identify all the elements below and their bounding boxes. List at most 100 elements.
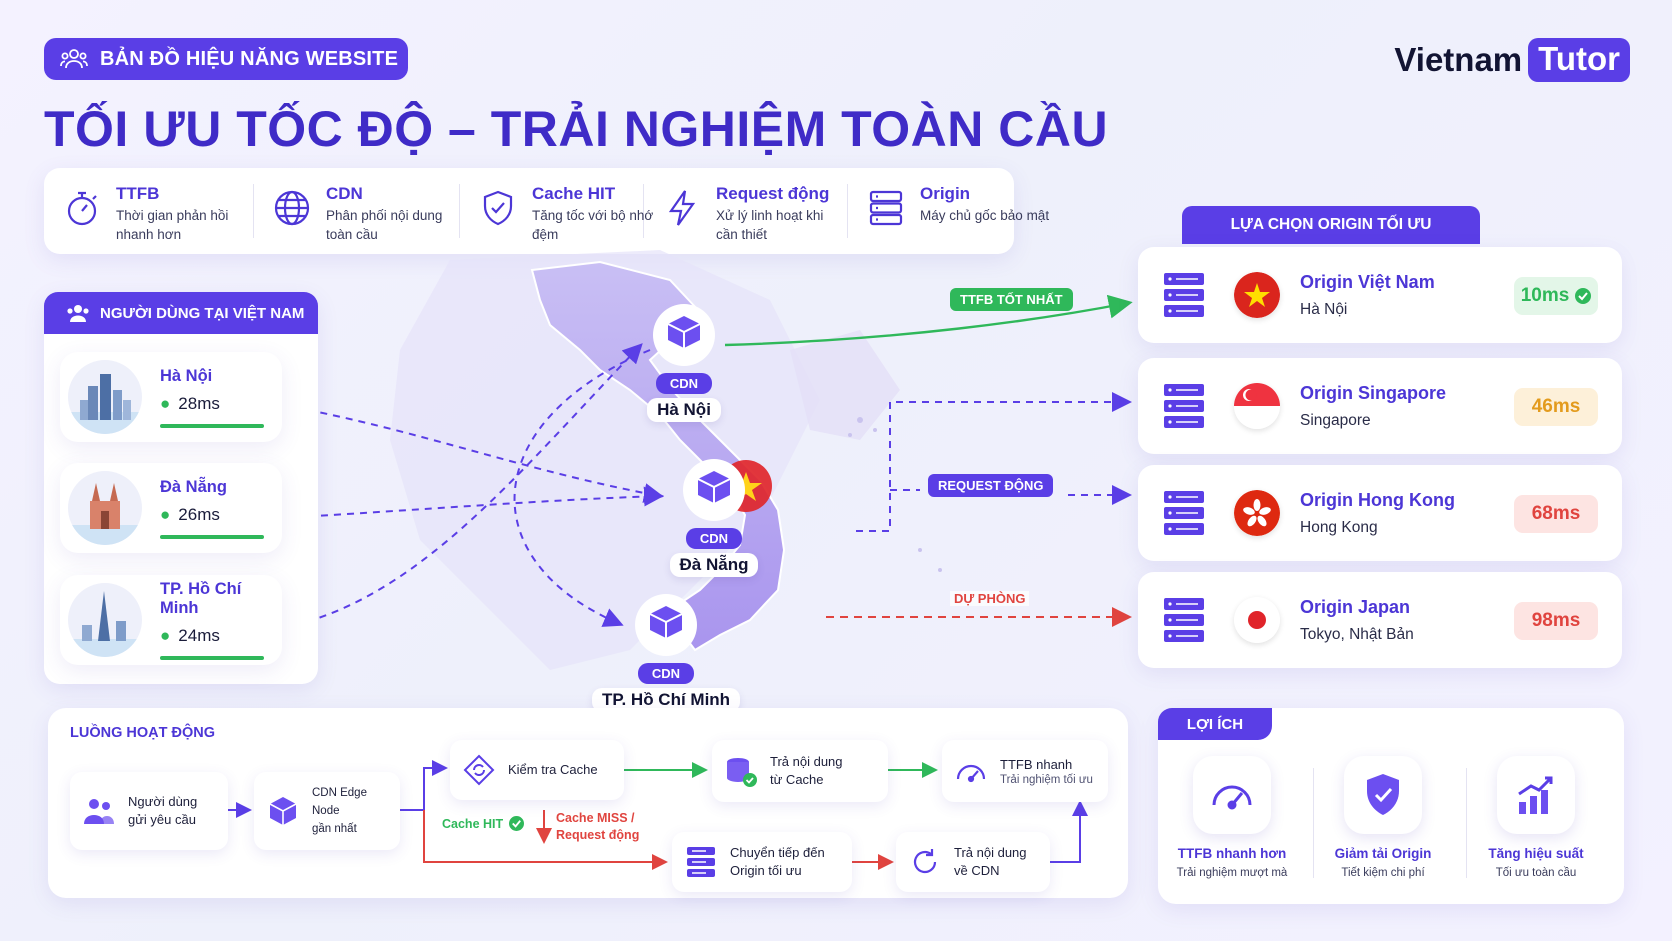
benefit-sub: Tối ưu toàn cầu	[1495, 867, 1577, 879]
flow-text: Trả nội dung	[954, 845, 1027, 860]
benefit-title: TTFB nhanh hơn	[1177, 846, 1287, 861]
origin-location: Hà Nội	[1300, 300, 1348, 318]
danang-church-icon	[68, 471, 142, 545]
user-icon: ●	[160, 626, 171, 645]
stopwatch-icon	[67, 191, 97, 226]
flow-cache-miss: Cache MISS / Request động	[556, 810, 639, 844]
cdn-cube-icon	[653, 304, 715, 366]
feature-title: CDN	[326, 184, 363, 203]
feature-desc: Xử lý linh hoạt khi cần thiết	[716, 208, 824, 242]
globe-icon	[274, 190, 310, 226]
flow-text: Kiểm tra Cache	[508, 762, 598, 777]
singapore-flag-icon	[1234, 383, 1280, 429]
cdn-node-danang: CDN Đà Nẵng	[654, 457, 774, 577]
users-panel-header: NGƯỜI DÙNG TẠI VIỆT NAM	[44, 292, 318, 334]
speedometer-icon	[956, 764, 986, 783]
feature-title: Request động	[716, 184, 830, 203]
feature-request-dong: Request động Xử lý linh hoạt khi cần thiế…	[644, 184, 848, 242]
origin-name: Origin Japan	[1300, 596, 1411, 617]
feature-desc: Tăng tốc với bộ nhớ đệm	[532, 208, 654, 242]
cache-check-icon	[463, 754, 495, 786]
feature-desc: Phân phối nội dung toàn cầu	[326, 208, 443, 242]
benefit-title: Tăng hiệu suất	[1488, 846, 1584, 861]
origin-latency: 68ms	[1514, 495, 1598, 533]
city-card-danang[interactable]: Đà Nẵng ● 26ms	[60, 463, 282, 553]
benefit-sub: Tiết kiệm chi phí	[1341, 867, 1425, 879]
server-icon	[1164, 598, 1204, 642]
user-icon: ●	[160, 504, 171, 524]
origin-location: Hong Kong	[1300, 518, 1378, 536]
city-card-hanoi[interactable]: Hà Nội ●28ms	[60, 352, 282, 442]
cdn-city-label: Đà Nẵng	[669, 553, 759, 577]
city-latency: 26ms	[178, 504, 220, 524]
cache-miss-label: Request động	[556, 828, 640, 842]
server-icon	[1164, 491, 1204, 535]
origin-location: Tokyo, Nhật Bản	[1300, 625, 1414, 643]
city-name: TP. Hồ Chí Minh	[160, 580, 242, 617]
flow-text: Người dùng	[128, 794, 198, 809]
flow-cache-hit: Cache HIT	[442, 816, 525, 831]
latency-bar	[160, 534, 264, 539]
flow-text: Chuyển tiếp đến	[730, 845, 825, 860]
flow-text: CDN Edge Node	[312, 787, 367, 817]
divider	[1466, 768, 1467, 878]
server-icon	[687, 847, 715, 877]
city-card-hcm[interactable]: TP. Hồ Chí Minh ● 24ms	[60, 575, 282, 665]
users-heading: NGƯỜI DÙNG TẠI VIỆT NAM	[100, 304, 305, 322]
flow-return-cdn: Trả nội dung về CDN	[896, 832, 1050, 892]
lightning-icon	[668, 190, 696, 226]
tag-backup: DỰ PHÒNG	[950, 591, 1030, 606]
check-circle-icon	[1575, 288, 1592, 304]
cdn-city-label: Hà Nội	[647, 398, 721, 422]
flow-user-request: Người dùng gửi yêu cầu	[70, 772, 228, 850]
hongkong-flag-icon	[1234, 490, 1280, 536]
flow-heading: LUỒNG HOẠT ĐỘNG	[70, 725, 215, 741]
origins-heading: LỰA CHỌN ORIGIN TỐI ƯU	[1182, 206, 1480, 244]
cdn-badge: CDN	[685, 528, 743, 549]
divider	[1313, 768, 1314, 878]
latency-bar	[160, 656, 264, 660]
brand-tag: Tutor	[1528, 38, 1630, 82]
city-latency: 28ms	[178, 393, 220, 413]
speedometer-icon	[1193, 756, 1271, 834]
vietnam-flag-icon	[1234, 272, 1280, 318]
page-title: TỐI ƯU TỐC ĐỘ – TRẢI NGHIỆM TOÀN CẦU	[44, 101, 1109, 157]
benefit-performance: Tăng hiệu suất Tối ưu toàn cầu	[1466, 756, 1606, 879]
refresh-icon	[913, 849, 937, 874]
header-badge: BẢN ĐỒ HIỆU NĂNG WEBSITE	[44, 38, 408, 80]
feature-title: TTFB	[116, 184, 160, 203]
flow-text: gần nhất	[312, 823, 357, 835]
city-latency: 24ms	[178, 626, 220, 645]
server-icon	[1164, 273, 1204, 317]
cdn-cube-icon	[683, 459, 745, 521]
flow-text: Trả nội dung	[770, 754, 843, 769]
flow-text: TTFB nhanh	[1000, 757, 1073, 772]
brand-logo: Vietnam Tutor	[1394, 38, 1630, 82]
cdn-cube-icon	[635, 594, 697, 656]
flow-text: gửi yêu cầu	[128, 812, 196, 827]
feature-desc: Máy chủ gốc bảo mật	[920, 208, 1050, 223]
origin-latency-value: 10ms	[1520, 285, 1570, 306]
flow-text: về CDN	[954, 863, 1000, 878]
flow-subtext: Trải nghiệm tối ưu	[1000, 774, 1093, 786]
city-name: Đà Nẵng	[160, 477, 227, 496]
header-badge-label: BẢN ĐỒ HIỆU NĂNG WEBSITE	[100, 47, 399, 70]
server-icon	[1164, 384, 1204, 428]
users-icon	[84, 799, 114, 824]
city-name: Hà Nội	[160, 366, 213, 385]
cdn-node-hanoi: CDN Hà Nội	[624, 302, 744, 422]
tag-ttfb-best: TTFB TỐT NHẤT	[950, 288, 1073, 311]
benefit-origin: Giảm tải Origin Tiết kiệm chi phí	[1313, 756, 1453, 879]
flow-edge-node: CDN Edge Node gần nhất	[254, 772, 400, 850]
cache-miss-label: Cache MISS /	[556, 811, 635, 825]
